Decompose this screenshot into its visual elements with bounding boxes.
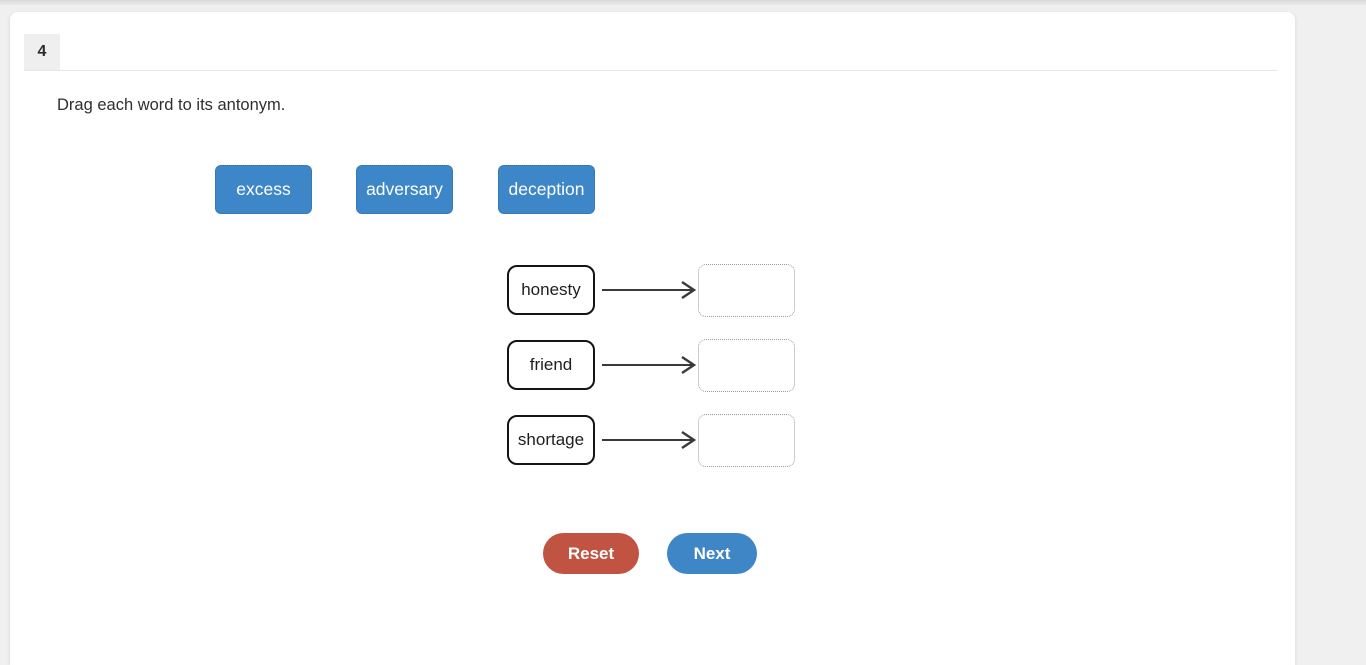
header-divider: [24, 70, 1277, 71]
word-chip-deception[interactable]: deception: [498, 165, 595, 214]
top-shadow: [0, 0, 1366, 6]
question-card: 4 Drag each word to its antonym. excess …: [10, 12, 1295, 665]
drop-zone-shortage[interactable]: [698, 414, 795, 467]
reset-button[interactable]: Reset: [543, 533, 639, 574]
word-chip-excess[interactable]: excess: [215, 165, 312, 214]
arrow-icon: [602, 431, 697, 449]
target-word-friend: friend: [507, 340, 595, 390]
target-word-shortage: shortage: [507, 415, 595, 465]
drop-zone-honesty[interactable]: [698, 264, 795, 317]
word-chip-adversary[interactable]: adversary: [356, 165, 453, 214]
question-number: 4: [37, 43, 47, 60]
next-button[interactable]: Next: [667, 533, 757, 574]
target-word-honesty: honesty: [507, 265, 595, 315]
drop-zone-friend[interactable]: [698, 339, 795, 392]
question-number-tab[interactable]: 4: [24, 34, 60, 70]
arrow-icon: [602, 356, 697, 374]
arrow-icon: [602, 281, 697, 299]
instruction-text: Drag each word to its antonym.: [57, 96, 286, 114]
